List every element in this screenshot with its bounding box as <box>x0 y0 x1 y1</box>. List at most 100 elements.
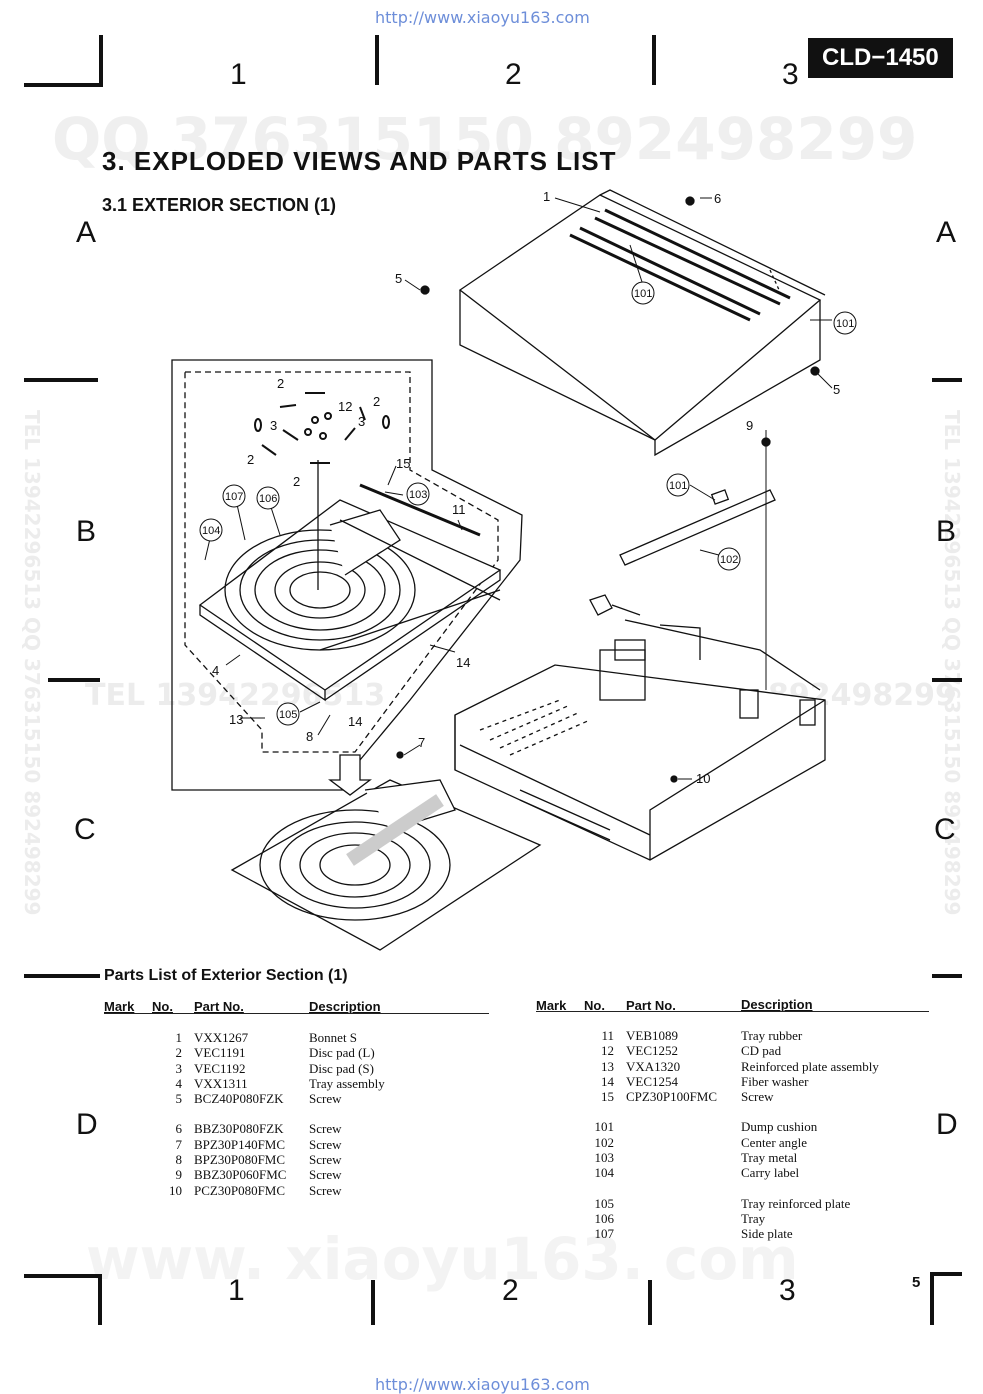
svg-text:10: 10 <box>696 771 710 786</box>
screws-drawing <box>396 196 820 783</box>
chassis-drawing <box>454 619 826 861</box>
grid-col-2-top: 2 <box>505 58 522 91</box>
svg-text:2: 2 <box>277 376 284 391</box>
header-underline-right <box>536 1011 929 1012</box>
col-desc-left: Description <box>309 999 381 1014</box>
url-watermark-top[interactable]: http://www.xiaoyu163.com <box>375 8 590 27</box>
callout-labels: 1 6 5 5 9 2 12 2 3 3 2 2 15 11 4 14 14 1… <box>212 189 840 786</box>
svg-text:5: 5 <box>395 271 402 286</box>
svg-text:14: 14 <box>348 714 362 729</box>
grid-col-3-top: 3 <box>782 58 799 91</box>
tray-detail-drawing <box>198 460 502 702</box>
svg-text:2: 2 <box>247 452 254 467</box>
svg-text:13: 13 <box>229 712 243 727</box>
grid-row-d-right: D <box>936 1108 958 1141</box>
col-no-left: No. <box>152 999 173 1014</box>
grid-col-3-bottom: 3 <box>779 1274 796 1307</box>
bonnet-drawing <box>458 189 826 457</box>
svg-text:2: 2 <box>293 474 300 489</box>
grid-row-b-left: B <box>76 515 97 548</box>
side-watermark-left: TEL 13942296513 QQ 376315150 892498299 <box>20 410 44 916</box>
model-badge: CLD−1450 <box>808 38 953 78</box>
svg-text:9: 9 <box>746 418 753 433</box>
grid-row-a-left: A <box>76 216 97 249</box>
svg-text:7: 7 <box>418 735 425 750</box>
col-mark-left: Mark <box>104 999 135 1014</box>
grid-row-b-right: B <box>936 515 957 548</box>
svg-text:104: 104 <box>202 525 220 537</box>
header-underline-left <box>104 1013 489 1014</box>
svg-text:11: 11 <box>452 502 466 517</box>
corner-bottom-right <box>930 1272 962 1325</box>
svg-text:103: 103 <box>409 489 427 501</box>
svg-text:102: 102 <box>720 554 738 566</box>
col-partno-right: Part No. <box>626 998 676 1013</box>
svg-text:14: 14 <box>456 655 470 670</box>
center-angle-drawing <box>619 489 776 566</box>
side-watermark-right: TEL 13942296513 QQ 376315150 892498299 <box>940 410 964 916</box>
qq-watermark: QQ 376315150 892498299 <box>52 105 918 173</box>
svg-text:5: 5 <box>833 382 840 397</box>
svg-text:4: 4 <box>212 663 219 678</box>
grid-row-c-left: C <box>74 813 96 846</box>
svg-text:106: 106 <box>259 493 277 505</box>
page-number: 5 <box>912 1274 921 1291</box>
svg-text:6: 6 <box>714 191 721 206</box>
tray-detail-frame <box>171 359 523 791</box>
col-mark-right: Mark <box>536 998 567 1013</box>
site-watermark: www. xiaoyu163. com <box>86 1225 799 1293</box>
col-no-right: No. <box>584 998 605 1013</box>
col-partno-left: Part No. <box>194 999 244 1014</box>
corner-top-left <box>24 35 103 87</box>
grid-row-d-left: D <box>76 1108 98 1141</box>
page-title: 3. EXPLODED VIEWS AND PARTS LIST <box>102 146 617 176</box>
svg-text:12: 12 <box>338 399 352 414</box>
svg-text:101: 101 <box>634 288 652 300</box>
svg-text:3: 3 <box>270 418 277 433</box>
svg-text:2: 2 <box>373 394 380 409</box>
section-subtitle: 3.1 EXTERIOR SECTION (1) <box>102 195 337 215</box>
grid-col-1-bottom: 1 <box>228 1274 245 1307</box>
grid-row-a-right: A <box>936 216 957 249</box>
col-desc-right: Description <box>741 997 813 1012</box>
exploded-view-diagram: 1 6 5 5 9 2 12 2 3 3 2 2 15 11 4 14 14 1… <box>171 189 857 951</box>
parts-list-title: Parts List of Exterior Section (1) <box>104 967 348 984</box>
url-watermark-bottom[interactable]: http://www.xiaoyu163.com <box>375 1375 590 1394</box>
lower-tray-drawing <box>230 779 542 951</box>
svg-text:101: 101 <box>669 480 687 492</box>
svg-text:101: 101 <box>836 318 854 330</box>
grid-col-1-top: 1 <box>230 58 247 91</box>
svg-text:1: 1 <box>543 189 550 204</box>
svg-text:3: 3 <box>358 414 365 429</box>
grid-row-c-right: C <box>934 813 956 846</box>
